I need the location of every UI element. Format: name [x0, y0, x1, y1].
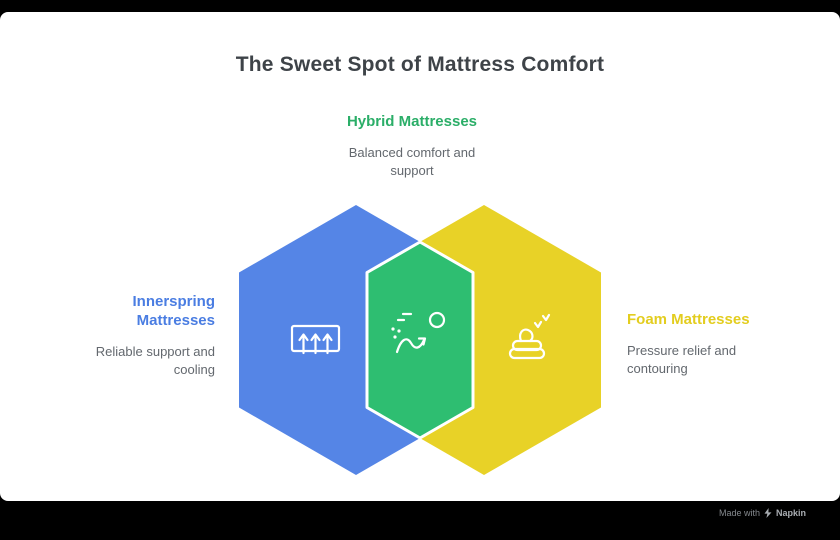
hybrid-label: Hybrid Mattresses [346, 113, 478, 130]
foam-label: Foam Mattresses [627, 311, 750, 328]
napkin-watermark[interactable]: Made with Napkin [719, 508, 806, 518]
hybrid-overlap-hexagon [365, 240, 475, 440]
innerspring-description: Reliable support and cooling [95, 344, 215, 377]
page-title: The Sweet Spot of Mattress Comfort [235, 53, 605, 76]
innerspring-label: Innerspring Mattresses [132, 293, 215, 329]
hybrid-label-block: Hybrid Mattresses Balanced comfort and s… [337, 112, 487, 180]
spring-airflow-icon [290, 324, 341, 355]
watermark-prefix: Made with [718, 508, 760, 518]
napkin-logo-icon [764, 508, 772, 518]
foam-description: Pressure relief and contouring [627, 343, 737, 376]
foam-label-block: Foam Mattresses Pressure relief and cont… [627, 310, 787, 378]
hybrid-description: Balanced comfort and support [348, 145, 476, 178]
comfort-motion-icon [391, 311, 446, 354]
foam-swirl-icon [508, 313, 551, 360]
watermark-brand: Napkin [775, 508, 806, 518]
innerspring-label-block: Innerspring Mattresses Reliable support … [85, 292, 215, 379]
